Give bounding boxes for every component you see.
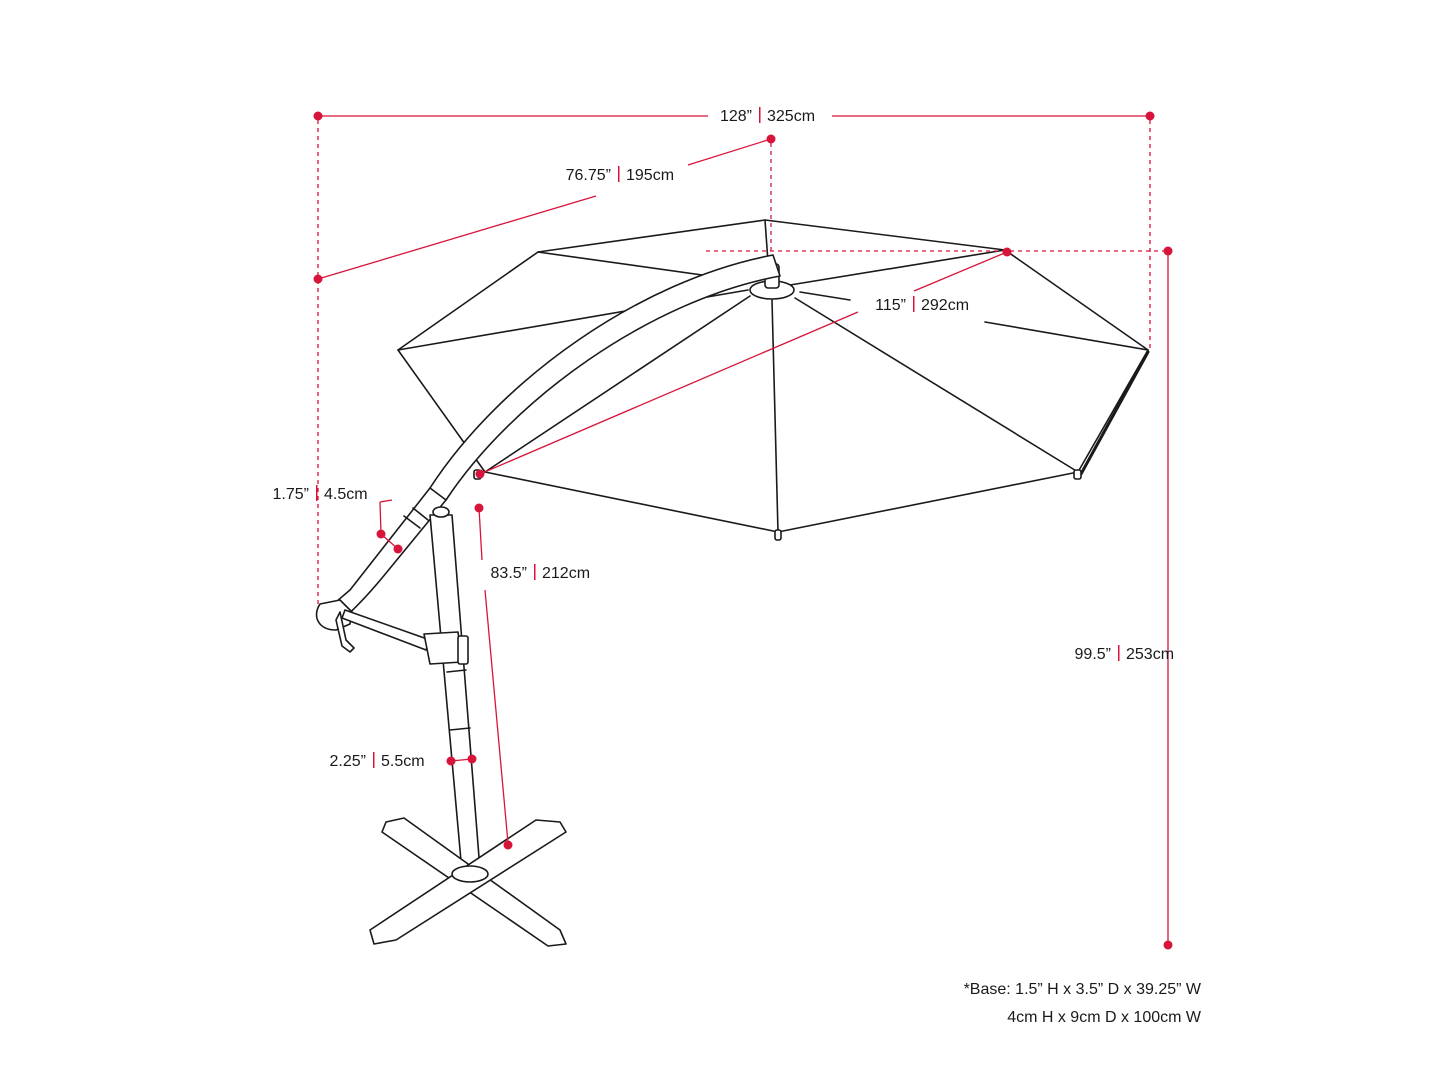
dimension-label-overall-width: 128” 325cm	[720, 107, 815, 125]
canopy-radius-metric: 195cm	[626, 167, 674, 184]
arm-joints	[403, 487, 447, 529]
clamp-knob	[457, 635, 469, 665]
base-note-line2: 4cm H x 9cm D x 100cm W	[1007, 1009, 1202, 1026]
arm-length-metric: 292cm	[921, 297, 969, 314]
pole-height-metric: 212cm	[542, 565, 590, 582]
dimension-label-arm-length: 115” 292cm	[875, 296, 969, 314]
overall-width-metric: 325cm	[767, 108, 815, 125]
arm-thickness-metric: 4.5cm	[324, 486, 368, 503]
base-dimensions-note: *Base: 1.5” H x 3.5” D x 39.25” W 4cm H …	[964, 981, 1202, 1026]
canopy-radius-imperial: 76.75”	[566, 167, 611, 184]
crank-lever	[335, 611, 355, 653]
cross-base	[369, 817, 567, 947]
dimension-label-canopy-radius: 76.75” 195cm	[566, 166, 674, 184]
umbrella-drawing	[315, 219, 1150, 947]
dimension-label-pole-height: 83.5” 212cm	[491, 564, 590, 582]
pole-segments	[446, 669, 471, 731]
pole-height-imperial: 83.5”	[491, 565, 527, 582]
pole	[429, 514, 481, 873]
canopy-ribs	[397, 219, 1149, 533]
arm-length-imperial: 115”	[875, 297, 906, 314]
dimension-lines	[313, 111, 1173, 950]
dimension-label-overall-height: 99.5” 253cm	[1075, 645, 1174, 663]
support-strut	[341, 609, 431, 651]
pole-diameter-imperial: 2.25”	[330, 753, 366, 770]
base-note-line1: *Base: 1.5” H x 3.5” D x 39.25” W	[964, 981, 1202, 998]
pole-top-cap	[432, 506, 450, 518]
overall-height-imperial: 99.5”	[1075, 646, 1111, 663]
arm-thickness-imperial: 1.75”	[273, 486, 309, 503]
dimension-label-arm-thickness: 1.75” 4.5cm	[273, 485, 368, 503]
dimension-label-pole-diameter: 2.25” 5.5cm	[330, 752, 425, 770]
strut-clamp	[423, 631, 463, 665]
canopy-valance	[1079, 350, 1150, 476]
overall-height-metric: 253cm	[1126, 646, 1174, 663]
overall-width-imperial: 128”	[720, 108, 752, 125]
pole-diameter-metric: 5.5cm	[381, 753, 425, 770]
